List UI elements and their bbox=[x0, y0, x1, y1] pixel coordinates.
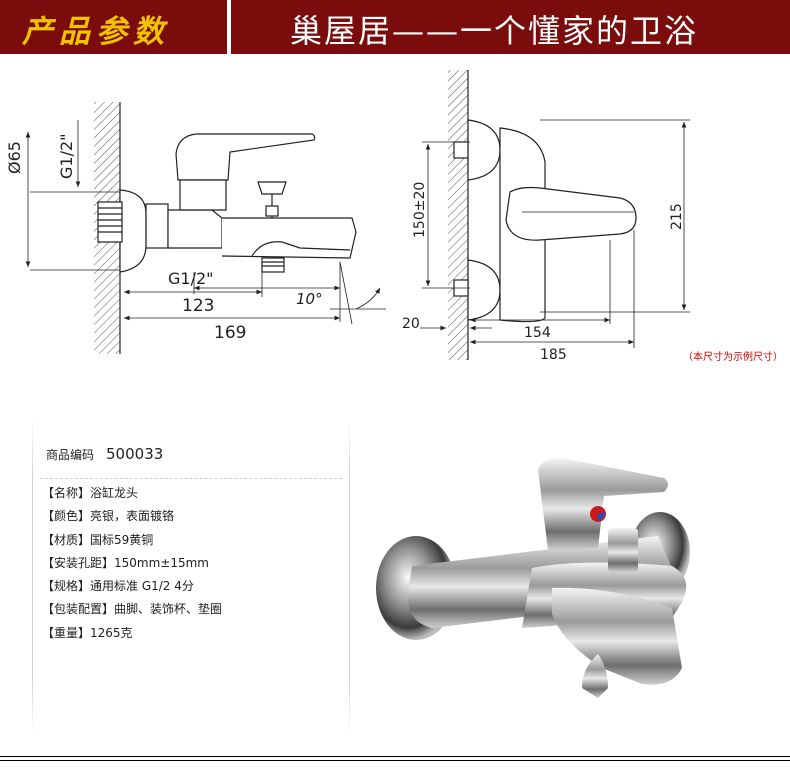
spec-item-material: 【材质】国标59黄铜 bbox=[42, 532, 154, 547]
bottom-rule bbox=[0, 756, 790, 757]
spec-item-color: 【颜色】亮银，表面镀铬 bbox=[42, 509, 175, 524]
dim-diameter: Ø65 bbox=[5, 141, 24, 174]
product-code-value: 500033 bbox=[106, 445, 164, 463]
spec-item-name: 【名称】浴缸龙头 bbox=[42, 486, 139, 500]
spec-item-weight: 【重量】1265克 bbox=[42, 625, 133, 640]
dim-215: 215 bbox=[669, 203, 685, 230]
banner-right-panel bbox=[231, 0, 790, 54]
bottom-rule-2 bbox=[0, 760, 790, 761]
spec-item-hole-distance: 【安装孔距】150mm±15mm bbox=[42, 555, 209, 570]
dimension-note: （本尺寸为示例尺寸） bbox=[683, 352, 783, 363]
dim-20: 20 bbox=[402, 316, 420, 332]
dim-150: 150±20 bbox=[412, 182, 428, 238]
spec-list: 【名称】浴缸龙头 【颜色】亮银，表面镀铬 【材质】国标59黄铜 【安装孔距】15… bbox=[42, 484, 222, 647]
technical-drawing: Ø65 G1/2" G1/2" 123 169 10° 150±20 215 2… bbox=[5, 70, 690, 362]
spec-item-package: 【包装配置】曲脚、装饰杯、垫圈 bbox=[42, 602, 223, 617]
info-box-right-edge bbox=[349, 418, 350, 736]
product-code-label: 商品编码 bbox=[46, 448, 95, 462]
dim-thread-top: G1/2" bbox=[57, 133, 76, 179]
faucet-image bbox=[376, 458, 690, 698]
dim-154: 154 bbox=[524, 325, 551, 341]
banner-slogan: 巢屋居——一个懂家的卫浴 bbox=[290, 12, 699, 50]
product-info-box: 商品编码 500033 【名称】浴缸龙头 【颜色】亮银，表面镀铬 【材质】国标59… bbox=[32, 418, 350, 736]
dim-123: 123 bbox=[182, 296, 214, 316]
banner-left-panel: 产品参数 bbox=[0, 0, 227, 54]
front-view bbox=[420, 70, 690, 360]
header-banner: 产品参数 巢屋居——一个懂家的卫浴 bbox=[0, 0, 790, 54]
divider bbox=[40, 478, 342, 479]
dim-angle: 10° bbox=[296, 290, 323, 308]
product-photo bbox=[372, 418, 692, 736]
info-box-left-edge bbox=[32, 418, 33, 736]
banner-title: 产品参数 bbox=[22, 14, 170, 50]
product-code-row: 商品编码 500033 bbox=[46, 445, 163, 463]
dim-thread-bottom: G1/2" bbox=[168, 269, 214, 288]
side-view bbox=[25, 102, 386, 354]
dim-185: 185 bbox=[540, 347, 567, 362]
spec-item-standard: 【规格】通用标准 G1/2 4分 bbox=[42, 579, 194, 594]
dim-169: 169 bbox=[214, 323, 246, 343]
